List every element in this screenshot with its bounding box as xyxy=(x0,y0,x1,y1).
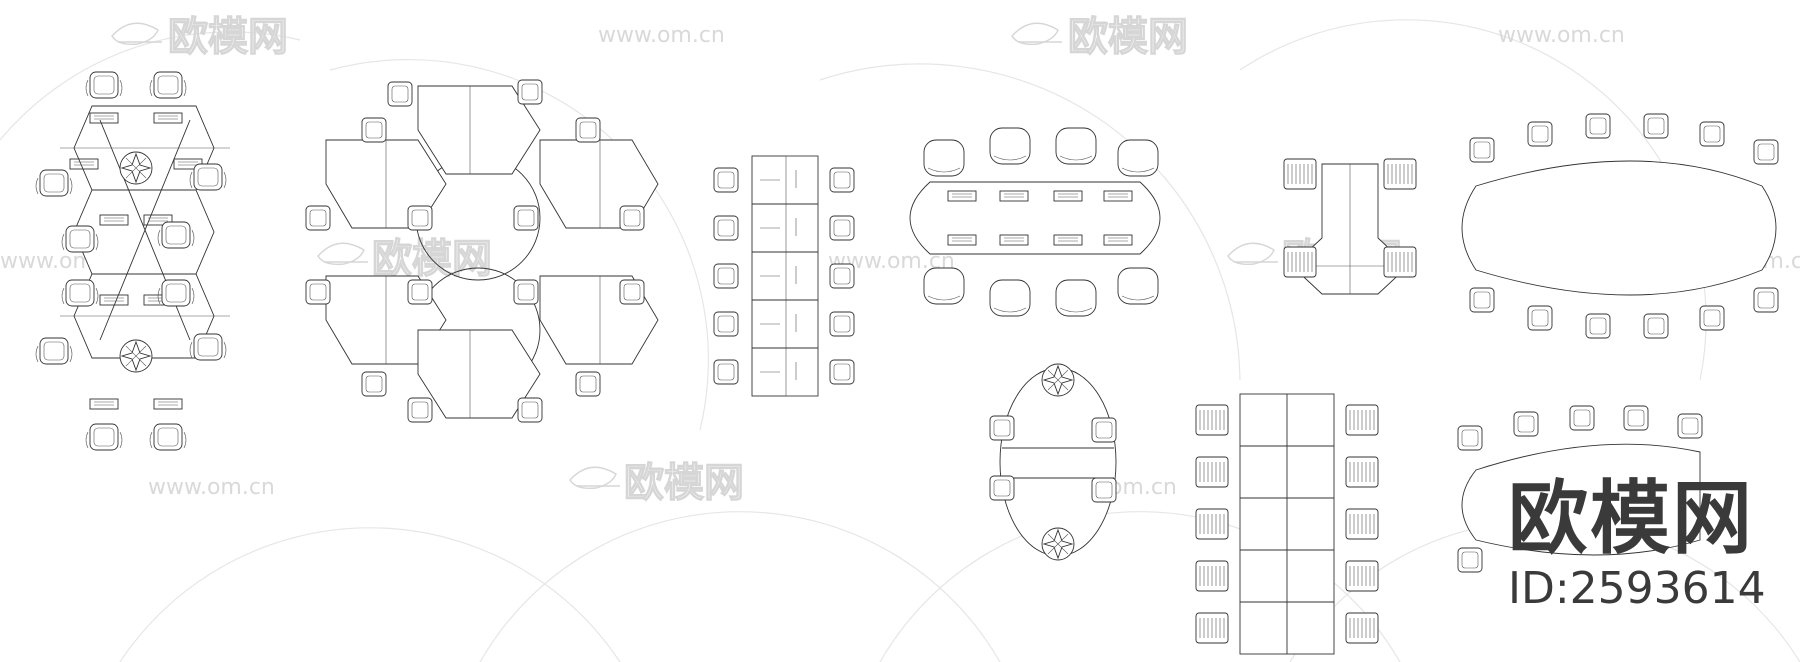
plant-icon xyxy=(119,151,153,185)
oval-conference-table xyxy=(909,127,1161,317)
chair-icon xyxy=(149,71,187,99)
boat-conference-table-bottom xyxy=(1457,405,1703,573)
chair-icon xyxy=(61,279,99,307)
chair-icon xyxy=(189,333,227,361)
background-arcs xyxy=(0,19,1800,662)
chair-icon xyxy=(35,169,73,197)
desk-row-block xyxy=(713,155,855,397)
chair-icon xyxy=(157,221,195,249)
watermark-brand: 欧模网 xyxy=(168,14,288,60)
chair-icon xyxy=(85,71,123,99)
chair-icon xyxy=(149,423,187,451)
corner-id-label: ID:2593614 xyxy=(1508,563,1766,614)
plant-icon xyxy=(119,339,153,373)
cross-workstation xyxy=(1283,158,1417,295)
trefoil-workstation-rings xyxy=(305,79,659,423)
watermark-url: www.om.cn xyxy=(148,475,275,500)
corner-brand-name: 欧模网 xyxy=(1508,472,1754,565)
bench-workstation-block xyxy=(1195,393,1379,655)
chair-icon xyxy=(157,279,195,307)
round-workstation-with-plants xyxy=(989,363,1117,561)
hex-workstation-cluster xyxy=(35,71,230,451)
corner-brand-stamp: 欧模网 ID:2593614 xyxy=(1508,478,1798,614)
boat-conference-table-top xyxy=(1461,113,1779,339)
plant-icon xyxy=(1041,363,1075,397)
watermark-brand: 欧模网 xyxy=(624,460,744,506)
chair-icon xyxy=(35,337,73,365)
chair-icon xyxy=(61,225,99,253)
chair-icon xyxy=(85,423,123,451)
chair-icon xyxy=(189,163,227,191)
watermark-brand: 欧模网 xyxy=(1068,14,1188,60)
watermark-url: www.om.cn xyxy=(598,23,725,48)
watermark-url: www.om.cn xyxy=(1498,23,1625,48)
plant-icon xyxy=(1041,527,1075,561)
